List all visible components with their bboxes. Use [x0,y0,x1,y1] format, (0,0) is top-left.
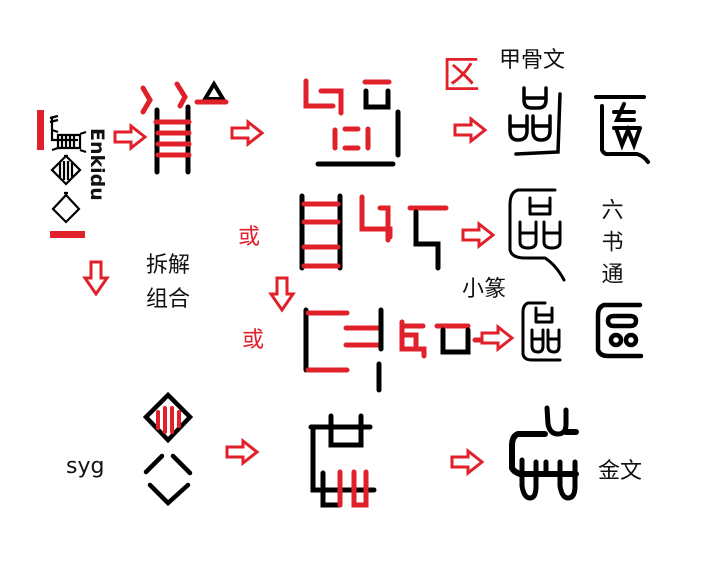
reconstruction-1 [303,78,401,167]
arrow-right-icon [230,120,264,146]
modern-char-qu: 区 [442,53,480,97]
label-bronze: 金文 [598,459,642,484]
label-or-1: 或 [238,225,260,250]
liushutong-form-1 [594,95,650,164]
label-decompose-2: 组合 [146,287,190,312]
label-oracle-bone: 甲骨文 [499,48,565,73]
ladder-component [140,80,229,175]
syg-diamonds [142,391,194,507]
reconstruction-2 [299,193,449,271]
label-decompose-1: 拆解 [146,253,190,278]
cuneiform-enkidu [37,110,87,238]
arrow-right-icon [480,325,514,351]
reconstruction-4 [308,413,377,508]
oracle-bone-form [508,86,562,156]
small-seal-form-2 [521,301,562,362]
arrow-down-icon [269,276,295,312]
arrow-right-icon [461,222,495,248]
bronze-form [509,405,579,501]
label-or-2: 或 [242,328,264,353]
enkidu-label: Enkidu [86,128,108,201]
reconstruction-3 [303,307,488,393]
arrow-right-icon [450,449,484,475]
label-small-seal: 小篆 [462,277,506,302]
arrow-right-icon [453,117,487,143]
arrow-down-icon [83,260,109,296]
small-seal-form [508,188,566,282]
arrow-right-icon [113,124,147,150]
liushutong-form-2 [595,302,644,359]
arrow-right-icon [225,439,259,465]
label-syg: syg [66,454,104,479]
label-liushutong: 六书通 [598,198,624,294]
